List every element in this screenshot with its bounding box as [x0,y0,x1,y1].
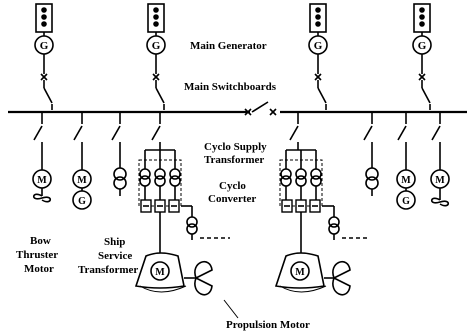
propeller-icon [32,193,52,203]
label-main-generator: Main Generator [190,40,267,52]
label-bow-1: Bow [30,235,51,247]
propeller-icon [332,260,351,280]
main-switchboard-bus [8,101,467,116]
svg-text:G: G [314,40,323,52]
propeller-icon [430,197,450,207]
label-bow-2: Thruster [16,249,58,261]
label-ship-2: Service [98,250,132,262]
svg-text:G: G [402,196,410,207]
feeder-stern-thruster: M [430,112,450,207]
label-cyclo-supply-2: Transformer [204,154,264,166]
label-ship-3: Transformer [78,264,138,276]
propulsion-motor-icon [290,261,310,281]
feeder-motor-generator-2: M G [396,112,416,210]
label-cyclo-converter-2: Converter [208,193,256,205]
generator-2: G [146,3,166,110]
svg-text:M: M [37,175,47,186]
feeder-cyclo-1: M [134,112,230,296]
generator-1: G [34,3,54,110]
propulsion-motor-icon [150,261,170,281]
svg-text:G: G [78,196,86,207]
svg-text:M: M [295,267,305,278]
feeder-cyclo-2: M [274,112,370,296]
label-cyclo-converter-1: Cyclo [219,180,246,192]
label-propulsion-motor: Propulsion Motor [226,319,310,331]
label-bow-3: Motor [24,263,54,275]
diagram-labels: Main Generator Main Switchboards Cyclo S… [16,40,310,331]
propeller-icon [194,260,213,280]
svg-text:M: M [155,267,165,278]
feeder-bow-thruster: M [32,112,52,203]
svg-text:G: G [152,40,161,52]
label-ship-1: Ship [104,236,125,248]
svg-text:M: M [77,175,87,186]
svg-text:G: G [418,40,427,52]
feeder-ship-service-transformer-2 [363,112,379,196]
generator-small-icon [396,190,416,210]
generator-3: G [308,3,328,110]
generator-4: G [412,3,432,110]
feeder-motor-generator-1: M G [72,112,92,210]
feeder-ship-service-transformer [111,112,127,196]
generator-small-icon [72,190,92,210]
label-cyclo-supply-1: Cyclo Supply [204,141,267,153]
label-main-switchboards: Main Switchboards [184,81,277,93]
svg-text:M: M [435,175,445,186]
svg-text:M: M [401,175,411,186]
svg-text:G: G [40,40,49,52]
